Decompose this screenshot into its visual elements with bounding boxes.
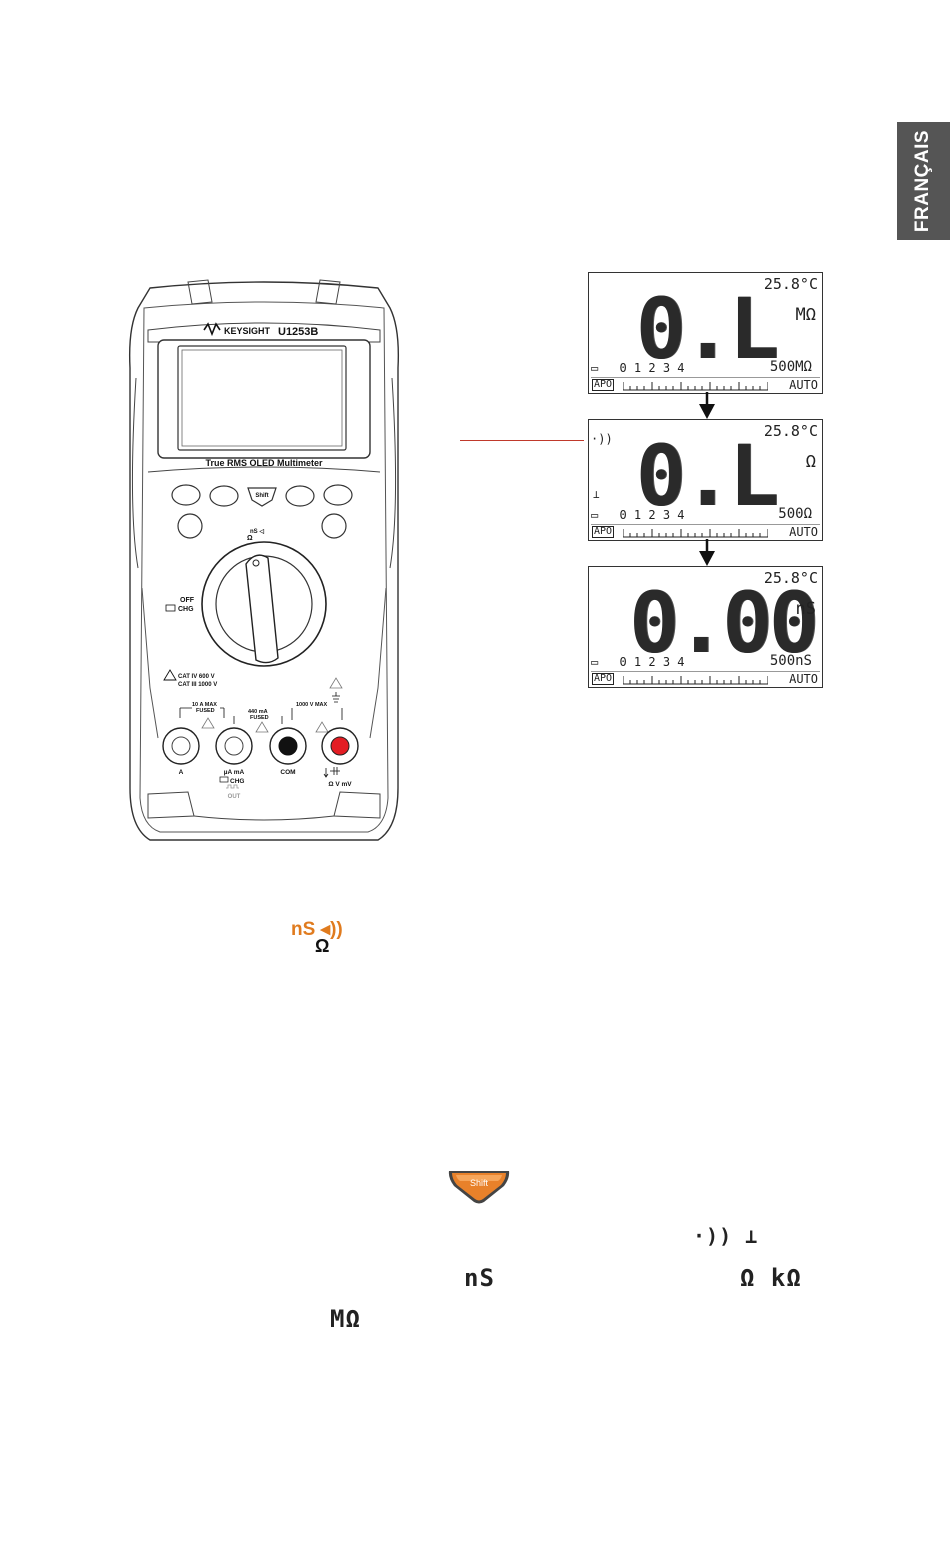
ohm-kohm-symbols: Ω kΩ bbox=[740, 1264, 802, 1292]
battery-icon: ▭ bbox=[591, 361, 599, 375]
display-1-scale: ▭ 0 1 2 3 4 500MΩ bbox=[591, 359, 820, 375]
display-2-range: 500Ω bbox=[778, 506, 812, 522]
jack-com-label: COM bbox=[280, 769, 295, 776]
fuse-440-2: FUSED bbox=[250, 715, 269, 721]
display-2-ticks bbox=[623, 529, 768, 538]
display-1: 25.8°C 0.L MΩ ▭ 0 1 2 3 4 500MΩ APO AUTO bbox=[588, 272, 823, 394]
dial-off-label: OFF bbox=[180, 597, 195, 604]
dial-chg-label: CHG bbox=[178, 606, 194, 613]
display-3-ticks bbox=[623, 676, 768, 685]
jack-a-label: A bbox=[179, 769, 184, 776]
display-1-scale-numbers: 0 1 2 3 4 bbox=[619, 361, 685, 375]
display-2-temp: 25.8°C bbox=[763, 422, 818, 440]
display-3-scale: ▭ 0 1 2 3 4 500nS bbox=[591, 653, 820, 669]
display-1-unit: MΩ bbox=[795, 305, 816, 325]
jack-v-label: Ω V mV bbox=[328, 781, 352, 788]
display-3-bargraph: APO AUTO bbox=[591, 671, 820, 686]
display-2: 25.8°C ·)) 0.L Ω ⊥ ▭ 0 1 2 3 4 500Ω APO … bbox=[588, 419, 823, 541]
cat-line-1: CAT IV 600 V bbox=[178, 674, 215, 680]
dial-top-label: nS ◁ bbox=[250, 528, 264, 535]
display-1-reading: 0.L bbox=[635, 280, 780, 378]
display-1-auto: AUTO bbox=[789, 378, 818, 392]
shift-key-label: Shift bbox=[470, 1178, 489, 1188]
ns-symbol: nS bbox=[464, 1264, 495, 1292]
display-3-range: 500nS bbox=[769, 653, 812, 669]
display-3-scale-numbers: 0 1 2 3 4 bbox=[619, 655, 685, 669]
jack-chg-label: CHG bbox=[230, 778, 244, 785]
rotary-label-ohm: Ω bbox=[315, 936, 330, 956]
display-1-apo: APO bbox=[592, 379, 615, 391]
display-1-bargraph: APO AUTO bbox=[591, 377, 820, 392]
display-3-temp: 25.8°C bbox=[763, 569, 818, 587]
meter-caption: True RMS OLED Multimeter bbox=[205, 458, 323, 468]
display-1-range: 500MΩ bbox=[769, 359, 812, 375]
battery-icon: ▭ bbox=[591, 655, 599, 669]
display-1-temp: 25.8°C bbox=[763, 275, 818, 293]
dial-top-label-ohm: Ω bbox=[247, 535, 253, 542]
display-3: 25.8°C 0.00 nS ▭ 0 1 2 3 4 500nS APO AUT… bbox=[588, 566, 823, 688]
down-arrow-icon bbox=[699, 392, 715, 419]
mohm-symbol: MΩ bbox=[330, 1305, 361, 1333]
cat-line-2: CAT III 1000 V bbox=[178, 682, 217, 688]
display-2-scale-numbers: 0 1 2 3 4 bbox=[619, 508, 685, 522]
language-tab: FRANÇAIS bbox=[897, 122, 950, 240]
display-2-unit: Ω bbox=[805, 452, 816, 472]
fuse-10a-2: FUSED bbox=[196, 708, 215, 714]
rotary-label-ns: nS ◂)) bbox=[291, 919, 343, 940]
display-3-apo: APO bbox=[592, 673, 615, 685]
display-1-ticks bbox=[623, 382, 768, 391]
max-1000v: 1000 V MAX bbox=[296, 702, 328, 708]
model-text: U1253B bbox=[278, 326, 318, 338]
multimeter-illustration: KEYSIGHT U1253B True RMS OLED Multimeter… bbox=[128, 279, 400, 841]
battery-icon: ▭ bbox=[591, 508, 599, 522]
language-tab-label: FRANÇAIS bbox=[912, 129, 934, 233]
display-2-scale: ▭ 0 1 2 3 4 500Ω bbox=[591, 506, 820, 522]
leader-line bbox=[460, 440, 584, 441]
jack-ua-label: µA mA bbox=[224, 769, 245, 776]
down-arrow-icon bbox=[699, 539, 715, 566]
display-2-auto: AUTO bbox=[789, 525, 818, 539]
fuse-10a-1: 10 A MAX bbox=[192, 702, 217, 708]
display-2-bargraph: APO AUTO bbox=[591, 524, 820, 539]
rotary-position-label: nS ◂)) Ω bbox=[291, 918, 351, 958]
display-3-reading: 0.00 bbox=[629, 574, 819, 672]
fuse-440-1: 440 mA bbox=[248, 709, 268, 715]
jack-out-label: OUT bbox=[228, 794, 241, 800]
brand-text: KEYSIGHT bbox=[224, 326, 271, 336]
continuity-diode-symbols: ·)) ⊥ bbox=[693, 1224, 759, 1248]
meter-shift-label: Shift bbox=[255, 493, 268, 499]
diode-test-icon: ⊥ bbox=[593, 488, 600, 501]
display-2-reading: 0.L bbox=[635, 427, 780, 525]
display-2-apo: APO bbox=[592, 526, 615, 538]
shift-key: Shift bbox=[448, 1171, 510, 1204]
continuity-icon: ·)) bbox=[591, 432, 613, 446]
display-3-unit: nS bbox=[795, 599, 816, 619]
display-3-auto: AUTO bbox=[789, 672, 818, 686]
